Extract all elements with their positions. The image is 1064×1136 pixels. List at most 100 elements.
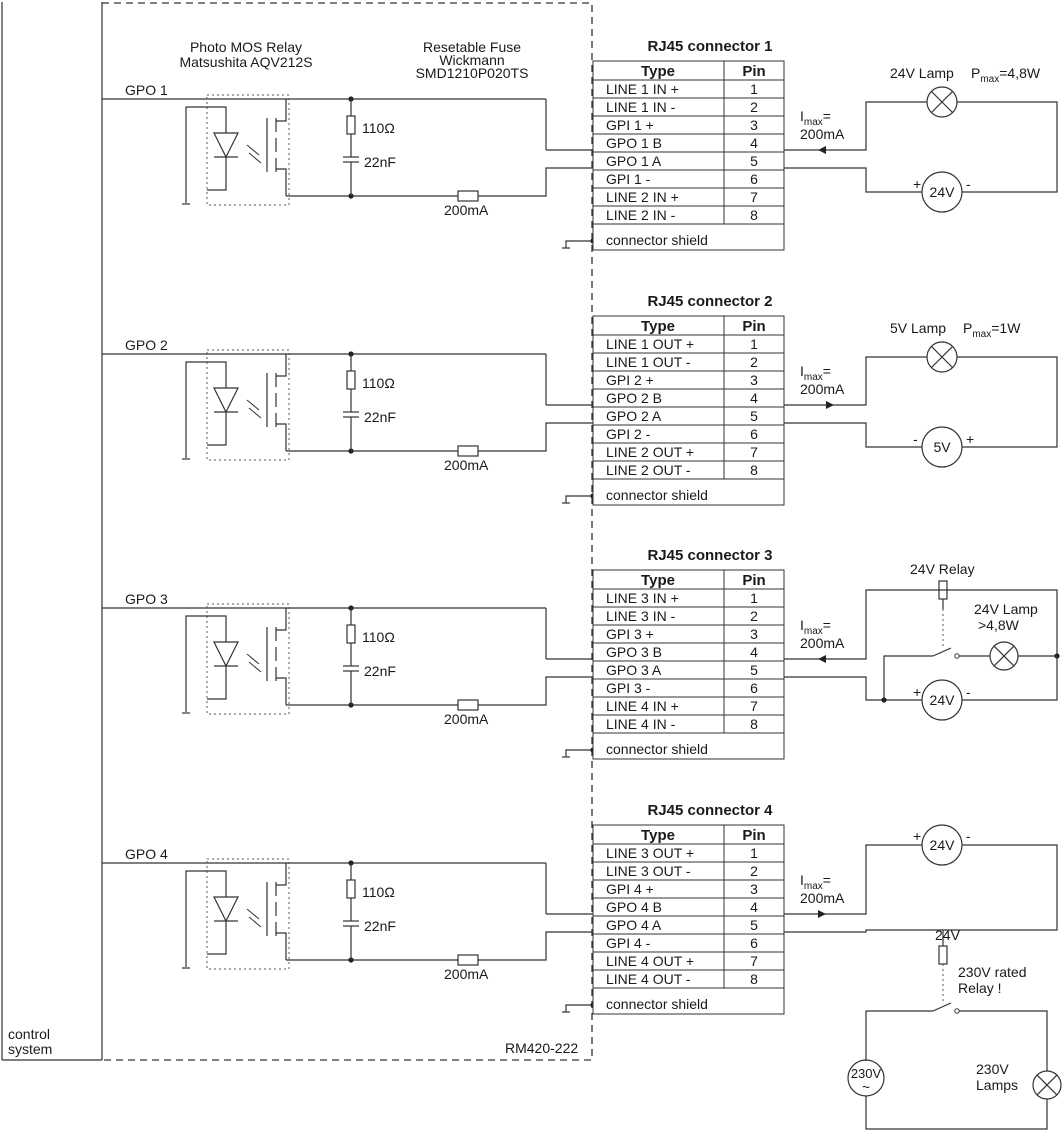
ohm-symbol: Ω bbox=[384, 629, 394, 645]
row-pin: 6 bbox=[750, 680, 758, 696]
shield-cell bbox=[592, 987, 785, 1015]
row-type: GPI 2 - bbox=[606, 426, 651, 442]
table-row: LINE 4 IN +7 bbox=[592, 696, 785, 716]
column-header-pin: Pin bbox=[742, 572, 765, 589]
current-arrow-icon bbox=[826, 401, 834, 409]
mosfet-drain-wire bbox=[276, 608, 287, 631]
switch-contact-icon bbox=[954, 653, 960, 659]
component-header: Photo MOS Relay Matsushita AQV212S Reset… bbox=[179, 39, 528, 81]
row-type: GPO 4 A bbox=[606, 917, 662, 933]
table-row: LINE 3 IN +1 bbox=[592, 588, 785, 608]
row-type: LINE 4 IN + bbox=[606, 698, 679, 714]
source-plus: + bbox=[913, 176, 921, 192]
imax-value: 200mA bbox=[800, 381, 845, 397]
row-pin: 5 bbox=[750, 408, 758, 424]
shield-wire bbox=[565, 749, 593, 757]
resistor-icon bbox=[346, 879, 356, 899]
source-minus: - bbox=[913, 431, 918, 447]
led-diode-icon bbox=[213, 132, 239, 159]
lamp-label: 24V Lamp bbox=[890, 65, 954, 81]
row-type: GPO 1 A bbox=[606, 153, 662, 169]
label-part: P bbox=[971, 65, 980, 81]
fuse-rating: 200mA bbox=[444, 457, 489, 473]
mosfet-drain-wire bbox=[276, 99, 287, 122]
light-arrow-icon bbox=[248, 661, 262, 673]
table-row: GPI 1 -6 bbox=[592, 169, 785, 189]
shield-cell bbox=[592, 732, 785, 760]
row-pin: 2 bbox=[750, 354, 758, 370]
row-type: LINE 2 OUT - bbox=[606, 462, 691, 478]
control-label-line1: control bbox=[8, 1026, 50, 1042]
row-type: GPO 1 B bbox=[606, 135, 662, 151]
mosfet-source-wire bbox=[276, 423, 287, 451]
led-wire bbox=[185, 870, 227, 967]
imax-label: Imax= bbox=[800, 363, 831, 383]
shield-wire bbox=[565, 495, 593, 503]
table-row: LINE 3 IN -2 bbox=[592, 606, 785, 626]
relay-coil-icon bbox=[938, 945, 948, 965]
row-pin: 2 bbox=[750, 99, 758, 115]
row-type: GPI 3 - bbox=[606, 680, 651, 696]
row-type: LINE 2 OUT + bbox=[606, 444, 694, 460]
lamps-label-line1: 230V bbox=[976, 1061, 1009, 1077]
gpo-label: GPO 1 bbox=[125, 82, 168, 98]
row-pin: 8 bbox=[750, 207, 758, 223]
load-wire bbox=[957, 101, 1058, 193]
row-pin: 2 bbox=[750, 608, 758, 624]
row-type: LINE 2 IN + bbox=[606, 189, 679, 205]
imax-label: Imax= bbox=[800, 108, 831, 128]
lamp-icon bbox=[1032, 1070, 1062, 1100]
resistor-value: 110Ω bbox=[362, 629, 395, 645]
led-wire bbox=[185, 361, 227, 458]
row-pin: 8 bbox=[750, 971, 758, 987]
load-wire bbox=[957, 356, 1058, 448]
relay-switch-icon bbox=[932, 1002, 952, 1012]
table-row: LINE 1 OUT +1 bbox=[592, 334, 785, 354]
imax-label: Imax= bbox=[800, 872, 831, 892]
column-header-type: Type bbox=[641, 63, 675, 80]
load-wire bbox=[943, 844, 1058, 931]
row-type: GPO 3 A bbox=[606, 662, 662, 678]
mains-wave-icon: ~ bbox=[862, 1079, 870, 1095]
row-pin: 1 bbox=[750, 81, 758, 97]
ohm-symbol: Ω bbox=[384, 120, 394, 136]
relay-label: 24V Relay bbox=[910, 561, 975, 577]
mosfet-source-wire bbox=[276, 168, 287, 196]
label-part: = bbox=[823, 872, 831, 888]
mosfet-drain-wire bbox=[276, 863, 287, 886]
label-part: I bbox=[800, 872, 804, 888]
switch-contact-icon bbox=[954, 1008, 960, 1014]
source-plus: + bbox=[913, 828, 921, 844]
shield-label: connector shield bbox=[606, 996, 708, 1012]
source-label: 24V bbox=[930, 837, 956, 853]
ohm-symbol: Ω bbox=[384, 884, 394, 900]
mains-wire bbox=[865, 1010, 933, 1061]
shield-label: connector shield bbox=[606, 741, 708, 757]
load-wire bbox=[784, 356, 927, 406]
row-pin: 3 bbox=[750, 881, 758, 897]
pmax-label: Pmax=4,8W bbox=[971, 65, 1041, 85]
led-wire bbox=[207, 921, 227, 955]
row-pin: 7 bbox=[750, 189, 758, 205]
relay-label-line1: Photo MOS Relay bbox=[190, 39, 302, 55]
row-pin: 3 bbox=[750, 372, 758, 388]
mosfet-drain-wire bbox=[276, 354, 287, 377]
row-pin: 6 bbox=[750, 171, 758, 187]
control-system-box: control system bbox=[1, 2, 103, 1061]
lamp-label-line1: 24V Lamp bbox=[974, 601, 1038, 617]
table-row: LINE 4 IN -8 bbox=[592, 714, 785, 734]
row-type: GPI 1 + bbox=[606, 117, 654, 133]
table-row: LINE 2 OUT -8 bbox=[592, 460, 785, 480]
lamps-label-line2: Lamps bbox=[976, 1077, 1018, 1093]
